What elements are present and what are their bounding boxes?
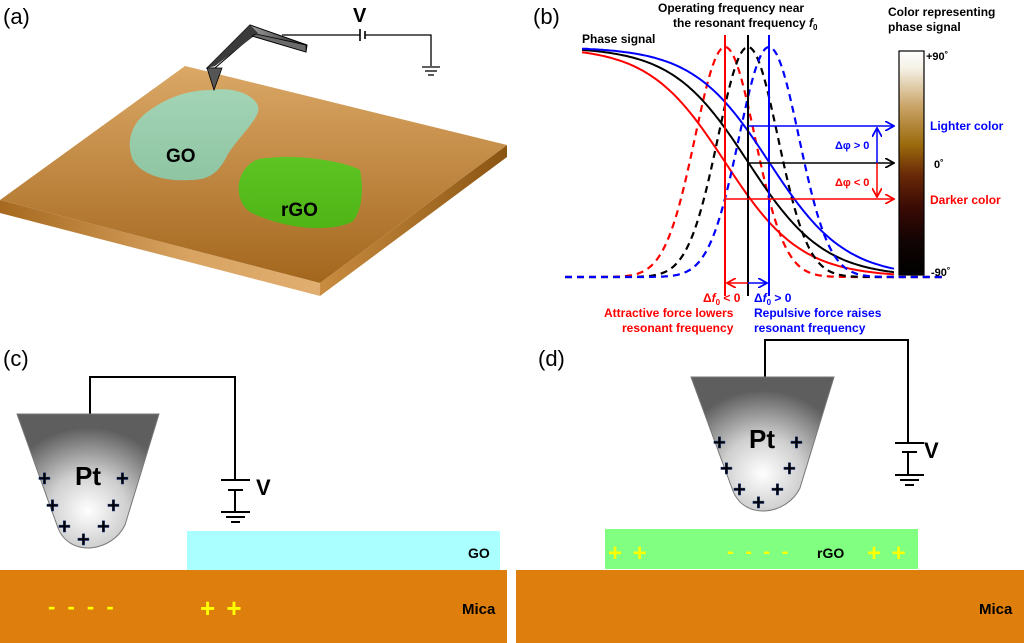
mica-substrate-c bbox=[0, 570, 507, 643]
pt-tip-d bbox=[690, 376, 835, 512]
afm-cantilever bbox=[205, 24, 308, 92]
bias-circuit-c bbox=[89, 376, 250, 523]
repulsive-force-line1: Repulsive force raises bbox=[754, 306, 882, 320]
voltage-label-a: V bbox=[353, 5, 367, 27]
phase-curve-red bbox=[581, 51, 895, 276]
lighter-color-label: Lighter color bbox=[930, 119, 1004, 133]
substrate-front-face bbox=[0, 200, 320, 296]
panel-b-label: (b) bbox=[533, 4, 560, 29]
pt-label-c: Pt bbox=[75, 461, 101, 491]
go-film bbox=[187, 531, 500, 570]
mica-label-d: Mica bbox=[979, 601, 1013, 618]
dphi-positive-label: Δφ > 0 bbox=[835, 140, 869, 152]
positive-charge: + bbox=[107, 493, 120, 518]
attractive-force-line1: Attractive force lowers bbox=[604, 306, 734, 320]
pt-tip-c bbox=[16, 413, 160, 549]
operating-frequency-title-line2: the resonant frequency f0 bbox=[673, 16, 818, 32]
pt-label-d: Pt bbox=[749, 424, 775, 454]
mica-positive-charges: + + bbox=[200, 593, 244, 623]
positive-charge: + bbox=[46, 493, 59, 518]
rgo-film bbox=[605, 529, 918, 569]
mica-label-c: Mica bbox=[462, 601, 496, 618]
amplitude-curve-black bbox=[565, 46, 945, 279]
rgo-patch-label: rGO bbox=[281, 200, 318, 221]
phase-colorbar bbox=[898, 50, 925, 276]
mica-negative-charges: - - - - bbox=[48, 594, 117, 619]
panel-b: (b) Operating frequency near the resonan… bbox=[533, 1, 1004, 335]
positive-charge: + bbox=[38, 466, 51, 491]
repulsive-force-line2: resonant frequency bbox=[754, 321, 866, 335]
panel-d-label: (d) bbox=[538, 346, 565, 371]
bias-circuit-d bbox=[764, 339, 924, 486]
positive-charge: + bbox=[97, 514, 110, 539]
panel-a-label: (a) bbox=[3, 4, 30, 29]
df-positive-label: Δf0 > 0 bbox=[754, 291, 792, 307]
colorbar-top-label: +90˚ bbox=[926, 51, 948, 63]
afm-tip bbox=[206, 67, 223, 92]
panel-d: (d) V Pt +++++++ rGO + + - - - - + + Mic… bbox=[516, 339, 1024, 643]
phase-amplitude-curves bbox=[565, 45, 945, 279]
attractive-force-line2: resonant frequency bbox=[622, 321, 734, 335]
positive-charge: + bbox=[713, 430, 726, 455]
colorbar-bottom-label: -90˚ bbox=[931, 267, 951, 279]
positive-charge: + bbox=[752, 490, 765, 515]
panel-c: (c) V Pt +++++++ GO Mica - - - - + + bbox=[0, 346, 507, 643]
positive-charge: + bbox=[733, 477, 746, 502]
positive-charge: + bbox=[58, 514, 71, 539]
rgo-film-label: rGO bbox=[817, 545, 844, 561]
positive-charge: + bbox=[783, 456, 796, 481]
phase-curve-blue bbox=[581, 47, 895, 270]
dphi-negative-label: Δφ < 0 bbox=[835, 177, 869, 189]
go-patch bbox=[129, 89, 259, 181]
voltage-label-c: V bbox=[256, 475, 271, 500]
positive-charge: + bbox=[720, 456, 733, 481]
operating-frequency-title-line1: Operating frequency near bbox=[658, 1, 804, 15]
panel-c-label: (c) bbox=[3, 346, 29, 371]
positive-charge: + bbox=[77, 527, 90, 552]
phase-signal-label: Phase signal bbox=[582, 32, 655, 46]
colorbar-title-line2: phase signal bbox=[888, 20, 961, 34]
amplitude-curve-blue bbox=[565, 45, 945, 279]
df-negative-label: Δf0 < 0 bbox=[703, 291, 741, 307]
tip-positive-charges-c: +++++++ bbox=[38, 466, 129, 552]
amplitude-curve-red bbox=[565, 45, 945, 279]
positive-charge: + bbox=[116, 466, 129, 491]
substrate-right-face bbox=[320, 145, 507, 296]
panel-a: (a) GO rGO V bbox=[0, 4, 507, 296]
positive-charge: + bbox=[790, 430, 803, 455]
rgo-patch bbox=[238, 156, 362, 229]
positive-charge: + bbox=[771, 477, 784, 502]
mica-substrate-d bbox=[516, 570, 1024, 643]
panel-divider bbox=[507, 570, 516, 643]
voltage-label-d: V bbox=[924, 438, 939, 463]
bias-circuit-a bbox=[282, 29, 440, 76]
go-patch-label: GO bbox=[166, 146, 196, 167]
tip-positive-charges-d: +++++++ bbox=[713, 430, 803, 515]
darker-color-label: Darker color bbox=[930, 193, 1001, 207]
colorbar-mid-label: 0˚ bbox=[934, 159, 944, 171]
rgo-negative-charges: - - - - bbox=[727, 541, 791, 563]
colorbar-title-line1: Color representing bbox=[888, 5, 995, 19]
rgo-right-positive-charges: + + bbox=[867, 540, 908, 567]
rgo-left-positive-charges: + + bbox=[608, 540, 649, 567]
go-film-label: GO bbox=[468, 545, 490, 561]
phase-curve-black bbox=[581, 48, 895, 274]
